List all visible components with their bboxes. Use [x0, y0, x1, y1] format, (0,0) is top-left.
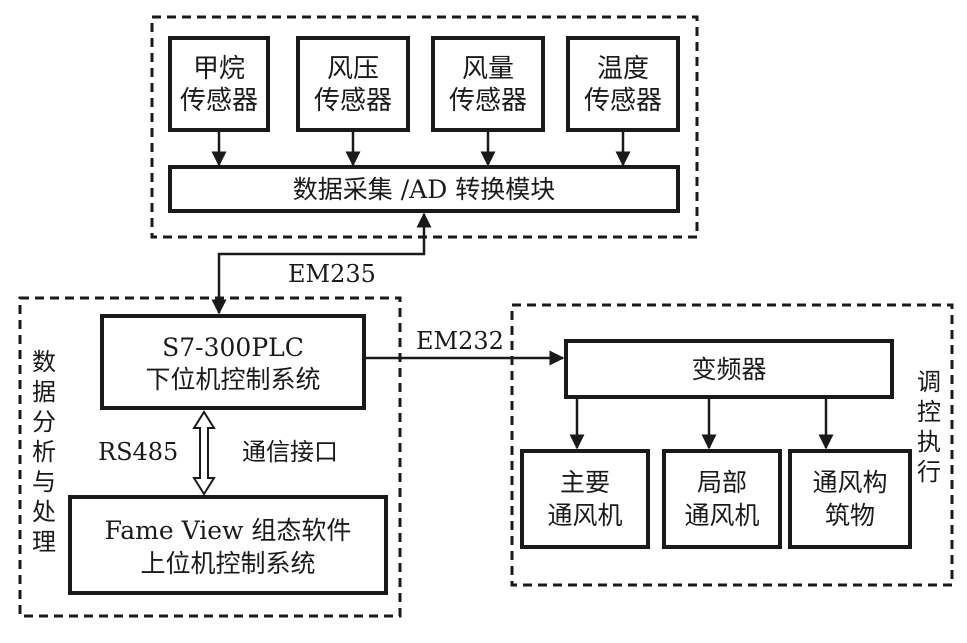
- comm-interface-label: 通信接口: [242, 438, 338, 466]
- analysis-group-frame: [18, 296, 402, 618]
- vertical-char: 处: [32, 498, 56, 526]
- inverter-label: 变频器: [691, 355, 766, 384]
- em232-label: EM232: [416, 327, 504, 355]
- vertical-char: 与: [32, 468, 56, 496]
- vertical-char: 析: [32, 438, 56, 466]
- upper-computer-box: Fame View 组态软件 上位机控制系统: [68, 495, 388, 595]
- sensor-label-line1: 甲烷: [193, 54, 245, 84]
- plc-box: S7-300PLC 下位机控制系统: [100, 314, 366, 410]
- fan-label-line2: 通风机: [684, 501, 759, 530]
- sensor-label-line2: 传感器: [584, 86, 662, 116]
- fan-label-line1: 主要: [560, 468, 610, 497]
- analysis-group-label: 数 据 分 析 与 处 理: [32, 348, 56, 556]
- sensor-label-line1: 风压: [327, 54, 379, 84]
- vertical-char: 数: [32, 348, 56, 376]
- sensor-temperature: 温度 传感器: [566, 36, 680, 132]
- sensor-label-line2: 传感器: [180, 86, 258, 116]
- em235-label: EM235: [288, 260, 376, 288]
- fan-label-line2: 筑物: [825, 501, 875, 530]
- plc-label-line1: S7-300PLC: [162, 333, 304, 362]
- em235-link: [211, 212, 432, 315]
- sensor-label-line2: 传感器: [314, 86, 392, 116]
- plc-label-line2: 下位机控制系统: [145, 365, 320, 394]
- vertical-char: 控: [917, 398, 941, 426]
- sensor-wind-pressure: 风压 传感器: [296, 36, 410, 132]
- local-fan-box: 局部 通风机: [662, 449, 782, 549]
- sensor-label-line2: 传感器: [449, 86, 527, 116]
- rs485-label: RS485: [98, 438, 178, 466]
- sensor-label-line1: 风量: [462, 54, 514, 84]
- sensor-air-volume: 风量 传感器: [431, 36, 545, 132]
- vertical-char: 分: [32, 408, 56, 436]
- vertical-char: 据: [32, 378, 56, 406]
- inverter-box: 变频器: [564, 339, 894, 399]
- acquisition-module-label: 数据采集 /AD 转换模块: [293, 175, 555, 204]
- vertical-char: 执: [917, 428, 941, 456]
- vertical-char: 行: [917, 458, 941, 486]
- acquisition-module: 数据采集 /AD 转换模块: [168, 165, 680, 213]
- sensor-label-line1: 温度: [597, 54, 649, 84]
- fan-label-line1: 局部: [697, 468, 747, 497]
- rs485-double-arrow: [192, 410, 216, 496]
- ventilation-structure-box: 通风构 筑物: [788, 449, 912, 549]
- fan-label-line2: 通风机: [547, 501, 622, 530]
- vertical-char: 调: [917, 368, 941, 396]
- vertical-char: 理: [32, 528, 56, 556]
- upper-label-line1: Fame View 组态软件: [105, 516, 352, 545]
- main-fan-box: 主要 通风机: [520, 449, 650, 549]
- upper-label-line2: 上位机控制系统: [140, 549, 315, 578]
- control-group-label: 调 控 执 行: [917, 368, 941, 486]
- sensor-methane: 甲烷 传感器: [168, 36, 270, 132]
- fan-label-line1: 通风构: [812, 468, 887, 497]
